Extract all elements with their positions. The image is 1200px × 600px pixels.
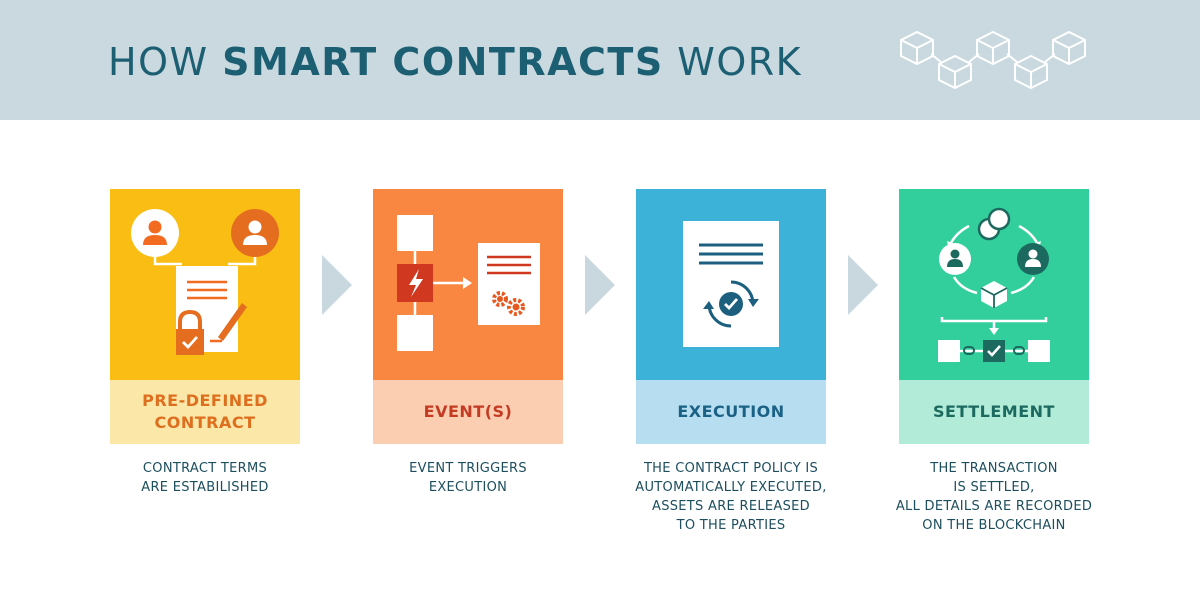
step-label-line: EVENT(S) (423, 402, 513, 421)
step-label-line: PRE-DEFINED (142, 391, 268, 410)
chevron-right-icon (585, 255, 615, 315)
step-description-execution: THE CONTRACT POLICY IS AUTOMATICALLY EXE… (611, 459, 851, 535)
description-line: EXECUTION (428, 480, 508, 495)
step-card-execution: EXECUTION (636, 189, 826, 444)
description-line: ON THE BLOCKCHAIN (922, 518, 1066, 533)
chevron-right-icon (322, 255, 352, 315)
step-label-line: SETTLEMENT (933, 402, 1055, 421)
title-prefix: HOW (108, 40, 223, 84)
step-illustration-panel (110, 189, 300, 380)
step-label: SETTLEMENT (899, 380, 1089, 444)
description-line: THE TRANSACTION (930, 461, 1058, 476)
description-line: ALL DETAILS ARE RECORDED (895, 499, 1093, 514)
step-card-pre-defined-contract: PRE-DEFINED CONTRACT (110, 189, 300, 444)
step-illustration-panel (373, 189, 563, 380)
step-card-settlement: SETTLEMENT (899, 189, 1089, 444)
document-execution-icon (683, 221, 779, 347)
description-line: ASSETS ARE RELEASED (652, 499, 810, 514)
description-line: CONTRACT TERMS (142, 461, 268, 476)
step-label: PRE-DEFINED CONTRACT (110, 380, 300, 444)
step-label: EXECUTION (636, 380, 826, 444)
event-trigger-icon (397, 215, 540, 351)
step-illustration-panel (899, 189, 1089, 380)
description-line: TO THE PARTIES (676, 518, 786, 533)
contract-signing-icon (131, 209, 279, 355)
chevron-right-icon (848, 255, 878, 315)
step-card-events: EVENT(S) (373, 189, 563, 444)
description-line: ARE ESTABILISHED (141, 480, 269, 495)
step-label-line: EXECUTION (677, 402, 785, 421)
step-illustration-panel (636, 189, 826, 380)
step-description-pre-defined-contract: CONTRACT TERMS ARE ESTABILISHED (85, 459, 325, 497)
blockchain-settlement-icon (938, 207, 1050, 362)
step-label: EVENT(S) (373, 380, 563, 444)
header-banner: HOW SMART CONTRACTS WORK (0, 0, 1200, 120)
title-suffix: WORK (663, 40, 803, 84)
step-description-settlement: THE TRANSACTION IS SETTLED, ALL DETAILS … (874, 459, 1114, 535)
description-line: AUTOMATICALLY EXECUTED, (635, 480, 827, 495)
page-title: HOW SMART CONTRACTS WORK (108, 40, 802, 84)
description-line: IS SETTLED, (953, 480, 1035, 495)
title-bold: SMART CONTRACTS (222, 40, 664, 84)
description-line: EVENT TRIGGERS (409, 461, 527, 476)
description-line: THE CONTRACT POLICY IS (643, 461, 819, 476)
step-label-line: CONTRACT (154, 413, 256, 432)
blockchain-cubes-icon (900, 31, 1086, 89)
step-description-events: EVENT TRIGGERS EXECUTION (348, 459, 588, 497)
